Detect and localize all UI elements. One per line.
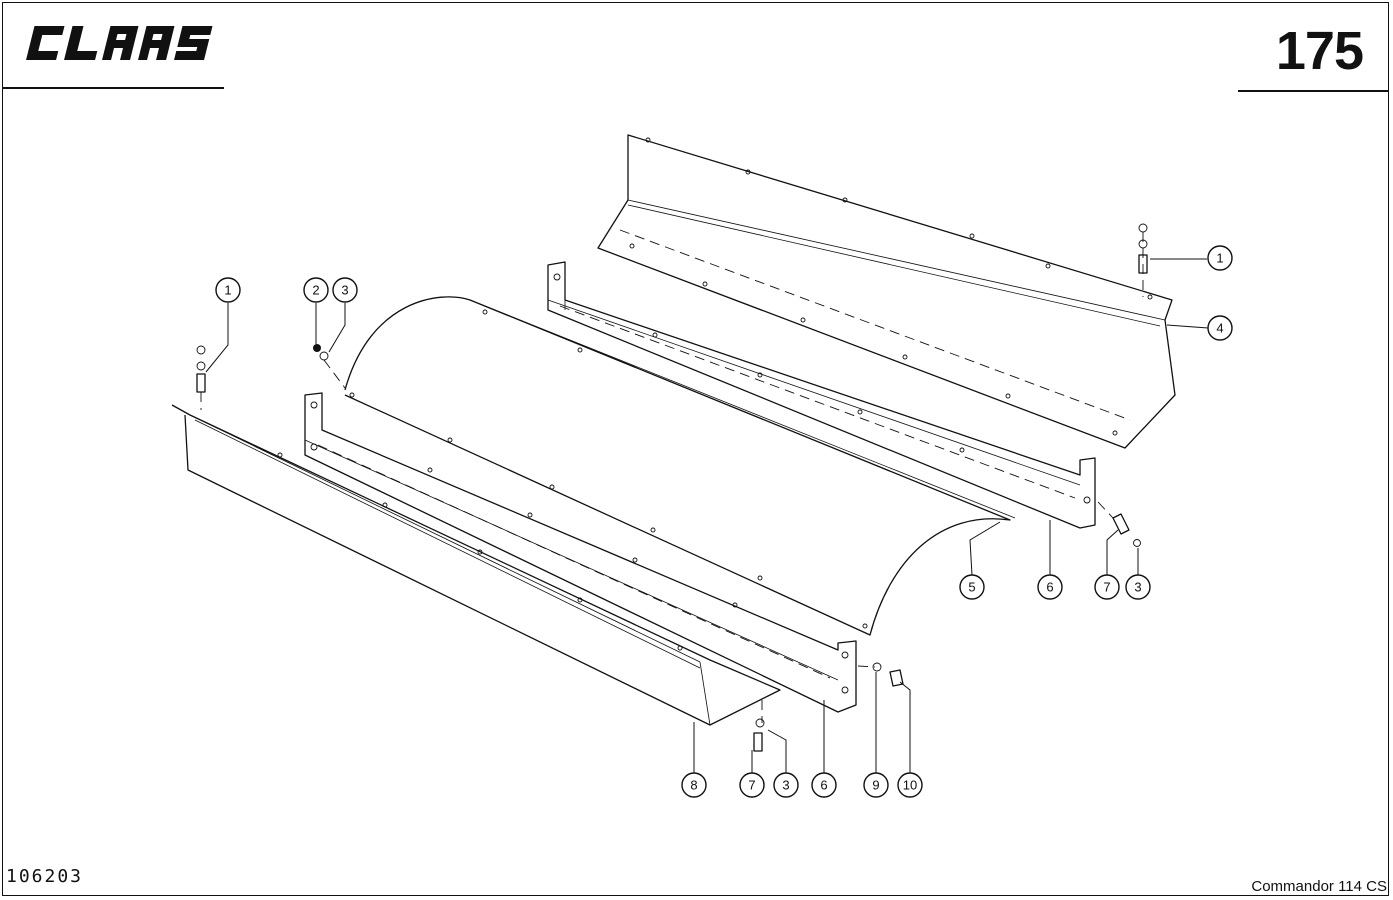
callout-1-left: 1 xyxy=(215,277,241,303)
logo-underline xyxy=(2,87,224,89)
page-number-underline xyxy=(1238,90,1389,92)
part-4-cover-plate xyxy=(597,134,1176,449)
part-5-curved-sheet xyxy=(344,296,1016,636)
callout-3-top: 3 xyxy=(332,277,358,303)
part-6-upper-angle-strip xyxy=(547,261,1096,529)
callout-6-right: 6 xyxy=(1037,574,1063,600)
page-number: 175 xyxy=(1275,21,1364,81)
svg-text:6: 6 xyxy=(820,778,827,793)
callout-6-bottom: 6 xyxy=(811,772,837,798)
svg-text:2: 2 xyxy=(312,283,319,298)
callout-4: 4 xyxy=(1207,315,1233,341)
svg-text:3: 3 xyxy=(782,778,789,793)
svg-text:9: 9 xyxy=(872,778,879,793)
svg-text:10: 10 xyxy=(903,778,917,793)
part-8-lower-trough xyxy=(171,404,781,726)
callout-2: 2 xyxy=(303,277,329,303)
callout-9: 9 xyxy=(863,772,889,798)
claas-logo-mark xyxy=(26,26,213,60)
callout-1-right: 1 xyxy=(1207,245,1233,271)
svg-text:1: 1 xyxy=(224,283,231,298)
svg-text:3: 3 xyxy=(1134,580,1141,595)
part-6-lower-angle-strip xyxy=(304,392,857,713)
svg-text:3: 3 xyxy=(341,283,348,298)
svg-text:1: 1 xyxy=(1216,251,1223,266)
machine-model: Commandor 114 CS xyxy=(1251,878,1387,895)
svg-text:7: 7 xyxy=(748,778,755,793)
drawing-number: 106203 xyxy=(6,866,84,887)
callout-7-right: 7 xyxy=(1094,574,1120,600)
callout-5: 5 xyxy=(959,574,985,600)
hardware-fasteners xyxy=(196,223,1148,752)
callout-3-bottom: 3 xyxy=(773,772,799,798)
svg-text:4: 4 xyxy=(1216,321,1223,336)
callout-10: 10 xyxy=(897,772,923,798)
svg-text:5: 5 xyxy=(968,580,975,595)
callout-8: 8 xyxy=(681,772,707,798)
callout-7-bottom: 7 xyxy=(739,772,765,798)
leader-lines xyxy=(205,258,1209,773)
svg-text:7: 7 xyxy=(1103,580,1110,595)
callout-3-right: 3 xyxy=(1125,574,1151,600)
svg-text:8: 8 xyxy=(690,778,697,793)
svg-text:6: 6 xyxy=(1046,580,1053,595)
claas-logo xyxy=(8,12,233,72)
